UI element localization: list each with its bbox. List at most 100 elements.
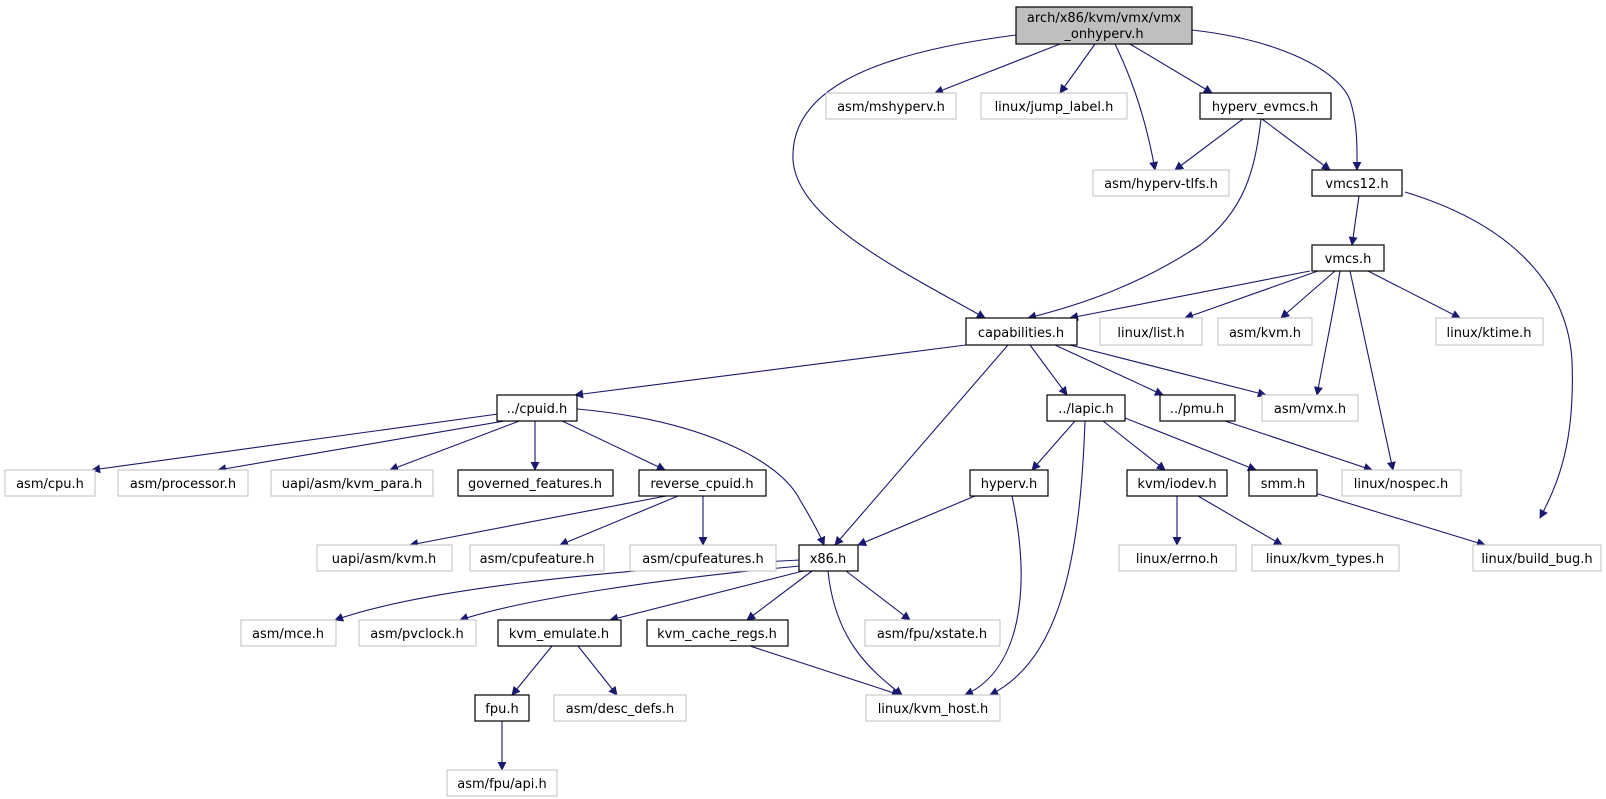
node-root-line2: _onhyperv.h	[1063, 27, 1143, 42]
node-label: asm/cpufeatures.h	[642, 552, 764, 567]
node-label: asm/mce.h	[252, 627, 324, 642]
file-nodes: arch/x86/kvm/vmx/vmx _onhyperv.h asm/msh…	[4, 6, 1602, 797]
edge-capabilities-pmu	[1054, 344, 1164, 396]
node-label: linux/list.h	[1117, 326, 1184, 341]
edge-evmcs-vmcs12	[1261, 118, 1331, 171]
node-pmu[interactable]: ../pmu.h	[1159, 394, 1236, 422]
node-label: reverse_cpuid.h	[650, 477, 753, 492]
node-linux-list[interactable]: linux/list.h	[1099, 317, 1203, 346]
node-asm-cpufeatures[interactable]: asm/cpufeatures.h	[629, 544, 777, 572]
node-label: hyperv_evmcs.h	[1212, 100, 1318, 115]
edge-lapic-hyperv	[1031, 420, 1076, 471]
edge-x86-asm-fpu-xstate	[845, 570, 911, 621]
node-linux-errno[interactable]: linux/errno.h	[1118, 544, 1237, 572]
node-capabilities[interactable]: capabilities.h	[965, 317, 1078, 346]
node-label: fpu.h	[485, 702, 518, 717]
edge-root-asm-mshyperv	[934, 43, 1061, 95]
node-label: asm/fpu/xstate.h	[877, 627, 987, 642]
edge-capabilities-asm-vmx	[1069, 344, 1267, 398]
node-label: asm/hyperv-tlfs.h	[1104, 177, 1218, 192]
node-label: kvm_cache_regs.h	[657, 627, 777, 642]
node-kvm-iodev[interactable]: kvm/iodev.h	[1126, 469, 1228, 497]
node-governed-features[interactable]: governed_features.h	[457, 469, 614, 497]
edge-reverse-cpuid-uapi-asm-kvm	[409, 495, 667, 548]
edge-x86-linux-kvm-host	[827, 570, 903, 696]
edge-cpuid-asm-processor	[217, 419, 511, 474]
edge-kvm-emulate-fpu	[511, 645, 553, 696]
node-label: capabilities.h	[978, 326, 1064, 341]
edge-root-linux-jump-label	[1059, 43, 1096, 94]
node-linux-kvm-host[interactable]: linux/kvm_host.h	[865, 694, 1001, 722]
node-asm-mce[interactable]: asm/mce.h	[240, 619, 337, 647]
edge-x86-asm-pvclock	[459, 565, 801, 622]
node-label: ../pmu.h	[1170, 402, 1224, 417]
node-linux-kvm-types[interactable]: linux/kvm_types.h	[1251, 544, 1400, 572]
node-label: asm/vmx.h	[1274, 402, 1346, 417]
node-label: asm/processor.h	[130, 477, 236, 492]
node-asm-pvclock[interactable]: asm/pvclock.h	[358, 619, 477, 647]
edge-root-asm-hyperv-tlfs	[1114, 43, 1159, 171]
edge-x86-kvm-cache-regs	[746, 570, 813, 621]
node-cpuid[interactable]: ../cpuid.h	[496, 394, 578, 422]
node-uapi-asm-kvm-para[interactable]: uapi/asm/kvm_para.h	[270, 469, 434, 497]
node-label: linux/ktime.h	[1446, 326, 1531, 341]
node-asm-cpu[interactable]: asm/cpu.h	[4, 469, 96, 497]
node-asm-mshyperv[interactable]: asm/mshyperv.h	[825, 92, 957, 120]
edge-lapic-smm	[1119, 415, 1257, 472]
node-label: asm/kvm.h	[1229, 326, 1301, 341]
node-vmcs12[interactable]: vmcs12.h	[1311, 169, 1403, 197]
edge-root-capabilities	[792, 34, 1017, 319]
edge-capabilities-cpuid	[574, 344, 967, 399]
node-kvm-emulate[interactable]: kvm_emulate.h	[497, 619, 622, 647]
node-asm-fpu-xstate[interactable]: asm/fpu/xstate.h	[864, 619, 1001, 647]
node-label: vmcs12.h	[1325, 177, 1388, 192]
node-label: linux/nospec.h	[1354, 477, 1449, 492]
node-label: linux/jump_label.h	[995, 100, 1114, 115]
edge-kvm-iodev-linux-kvm-types	[1197, 495, 1283, 546]
edge-pmu-linux-nospec	[1224, 420, 1373, 472]
node-label: asm/desc_defs.h	[566, 702, 674, 717]
node-lapic[interactable]: ../lapic.h	[1046, 394, 1126, 422]
edge-hyperv-linux-kvm-host	[964, 495, 1022, 696]
node-asm-cpufeature[interactable]: asm/cpufeature.h	[469, 544, 605, 572]
dependency-edges	[91, 29, 1573, 771]
node-label: hyperv.h	[981, 477, 1038, 492]
node-linux-ktime[interactable]: linux/ktime.h	[1435, 317, 1544, 346]
node-kvm-cache-regs[interactable]: kvm_cache_regs.h	[646, 619, 789, 647]
edge-capabilities-x86	[834, 344, 1009, 546]
node-label: asm/pvclock.h	[370, 627, 464, 642]
edge-cpuid-reverse-cpuid	[559, 419, 666, 471]
node-asm-processor[interactable]: asm/processor.h	[117, 469, 249, 497]
edge-reverse-cpuid-asm-cpufeature	[559, 495, 679, 547]
node-reverse-cpuid[interactable]: reverse_cpuid.h	[638, 469, 767, 497]
edge-vmcs-linux-list	[1184, 270, 1319, 320]
node-fpu[interactable]: fpu.h	[474, 694, 530, 722]
edge-vmcs-capabilities	[1069, 270, 1311, 321]
edge-evmcs-asm-hyperv-tlfs	[1174, 118, 1244, 171]
node-uapi-asm-kvm[interactable]: uapi/asm/kvm.h	[316, 544, 453, 572]
node-smm[interactable]: smm.h	[1248, 469, 1318, 497]
node-vmcs[interactable]: vmcs.h	[1311, 244, 1385, 272]
node-linux-jump-label[interactable]: linux/jump_label.h	[980, 92, 1128, 120]
edge-smm-linux-build-bug	[1314, 492, 1486, 547]
node-asm-desc-defs[interactable]: asm/desc_defs.h	[553, 694, 687, 722]
edge-vmcs-linux-nospec	[1349, 270, 1396, 471]
edge-root-hyperv-evmcs	[1129, 43, 1213, 94]
node-hyperv[interactable]: hyperv.h	[969, 469, 1049, 497]
node-label: kvm_emulate.h	[509, 627, 609, 642]
node-label: x86.h	[810, 552, 847, 567]
node-label: uapi/asm/kvm_para.h	[282, 477, 423, 492]
node-asm-fpu-api[interactable]: asm/fpu/api.h	[446, 769, 558, 797]
node-linux-nospec[interactable]: linux/nospec.h	[1341, 469, 1462, 497]
node-root-file[interactable]: arch/x86/kvm/vmx/vmx _onhyperv.h	[1015, 6, 1193, 45]
node-linux-build-bug[interactable]: linux/build_bug.h	[1472, 544, 1602, 572]
node-hyperv-evmcs[interactable]: hyperv_evmcs.h	[1199, 92, 1332, 120]
node-asm-kvm[interactable]: asm/kvm.h	[1217, 317, 1313, 346]
node-asm-hyperv-tlfs[interactable]: asm/hyperv-tlfs.h	[1092, 169, 1230, 197]
edge-x86-kvm-emulate	[609, 570, 804, 623]
edge-evmcs-capabilities	[1027, 118, 1262, 321]
edge-cpuid-asm-cpu	[91, 413, 499, 474]
node-x86[interactable]: x86.h	[798, 544, 859, 572]
node-label: smm.h	[1261, 477, 1305, 492]
node-asm-vmx[interactable]: asm/vmx.h	[1261, 394, 1359, 422]
